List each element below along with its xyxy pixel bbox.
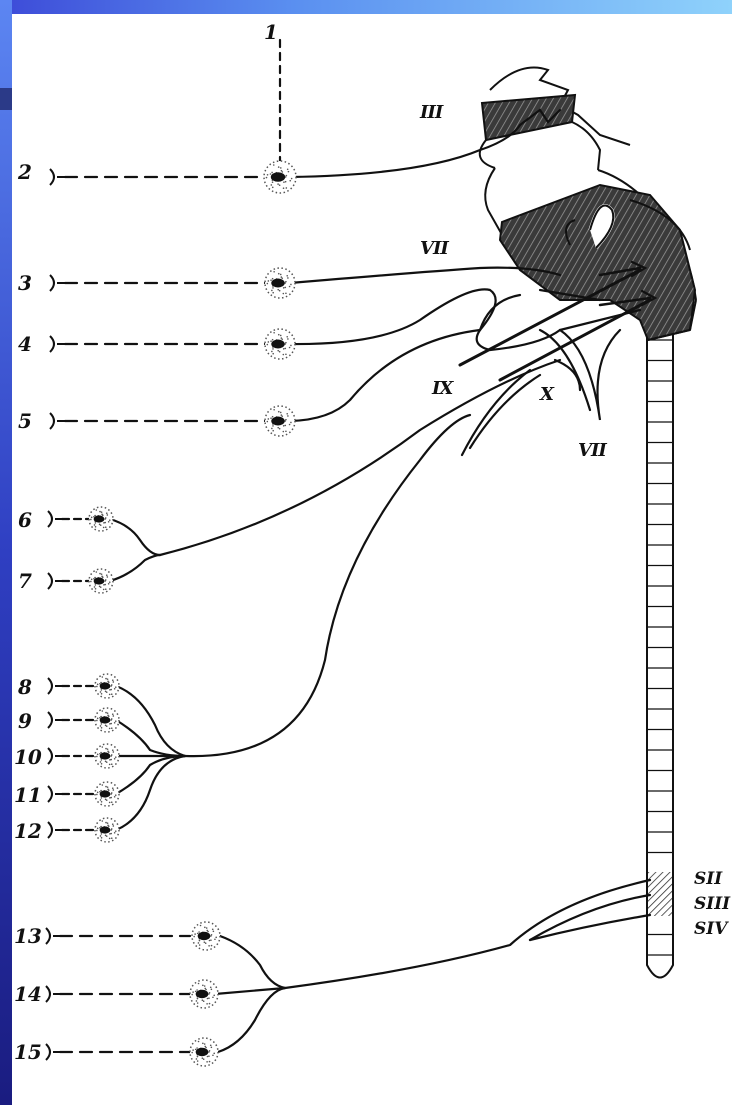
receptor-endings xyxy=(46,169,66,1060)
label-10: 10 xyxy=(14,747,42,767)
label-15: 15 xyxy=(14,1042,42,1062)
label-7: 7 xyxy=(18,571,32,591)
ganglion-cell xyxy=(265,268,295,298)
label-13: 13 xyxy=(14,926,42,946)
label-cn-iii: III xyxy=(420,104,442,122)
receptor-fork-icon xyxy=(46,986,62,1002)
nerve-pathway-diagram xyxy=(12,14,732,1105)
label-5: 5 xyxy=(18,411,32,431)
ganglion-cell xyxy=(95,782,119,806)
slide-frame-top xyxy=(0,0,732,14)
ganglion-cell xyxy=(95,674,119,698)
receptor-fork-icon xyxy=(48,748,64,764)
label-sacral-3: SIII xyxy=(694,896,730,913)
diagram-paper: 1 2 3 4 5 6 7 8 9 10 11 12 13 14 15 III … xyxy=(12,14,732,1105)
receptor-fork-icon xyxy=(48,511,64,527)
receptor-fork-icon xyxy=(50,169,66,185)
label-3: 3 xyxy=(18,273,32,293)
receptor-fork-icon xyxy=(50,336,66,352)
label-11: 11 xyxy=(14,785,42,805)
receptor-fork-icon xyxy=(48,573,64,589)
receptor-fork-icon xyxy=(46,1044,62,1060)
ganglion-cell xyxy=(95,818,119,842)
ganglion-cells xyxy=(89,161,296,1066)
receptor-fork-icon xyxy=(48,786,64,802)
ganglion-cell xyxy=(265,329,295,359)
label-cn-vii-lower: VII xyxy=(578,442,606,460)
label-9: 9 xyxy=(18,711,32,731)
label-cn-x: X xyxy=(540,386,553,404)
label-cn-ix: IX xyxy=(432,380,452,398)
slide-frame-marker xyxy=(0,88,12,110)
ganglion-cell xyxy=(192,922,220,950)
ganglion-cell xyxy=(190,1038,218,1066)
label-14: 14 xyxy=(14,984,42,1004)
label-sacral-2: SII xyxy=(694,871,722,888)
receptor-fork-icon xyxy=(48,678,64,694)
nerve-fibres xyxy=(60,40,655,1052)
ganglion-cell xyxy=(190,980,218,1008)
receptor-fork-icon xyxy=(50,275,66,291)
receptor-fork-icon xyxy=(46,928,62,944)
ganglion-cell xyxy=(265,406,295,436)
ganglion-cell xyxy=(89,507,113,531)
label-sacral-4: SIV xyxy=(694,921,727,938)
spinal-cord xyxy=(647,320,673,978)
ganglion-cell xyxy=(89,569,113,593)
label-2: 2 xyxy=(18,162,32,182)
ganglion-cell xyxy=(95,744,119,768)
medulla-nucleus xyxy=(500,185,695,340)
receptor-fork-icon xyxy=(48,822,64,838)
label-4: 4 xyxy=(18,334,32,354)
label-cn-vii-upper: VII xyxy=(420,240,448,258)
slide-frame-left xyxy=(0,0,12,1105)
receptor-fork-icon xyxy=(50,413,66,429)
label-1: 1 xyxy=(264,22,278,42)
label-12: 12 xyxy=(14,821,42,841)
label-6: 6 xyxy=(18,510,32,530)
label-8: 8 xyxy=(18,677,32,697)
sacral-segments xyxy=(648,872,672,916)
ganglion-cell xyxy=(95,708,119,732)
receptor-fork-icon xyxy=(48,712,64,728)
ganglion-cell xyxy=(264,161,296,193)
